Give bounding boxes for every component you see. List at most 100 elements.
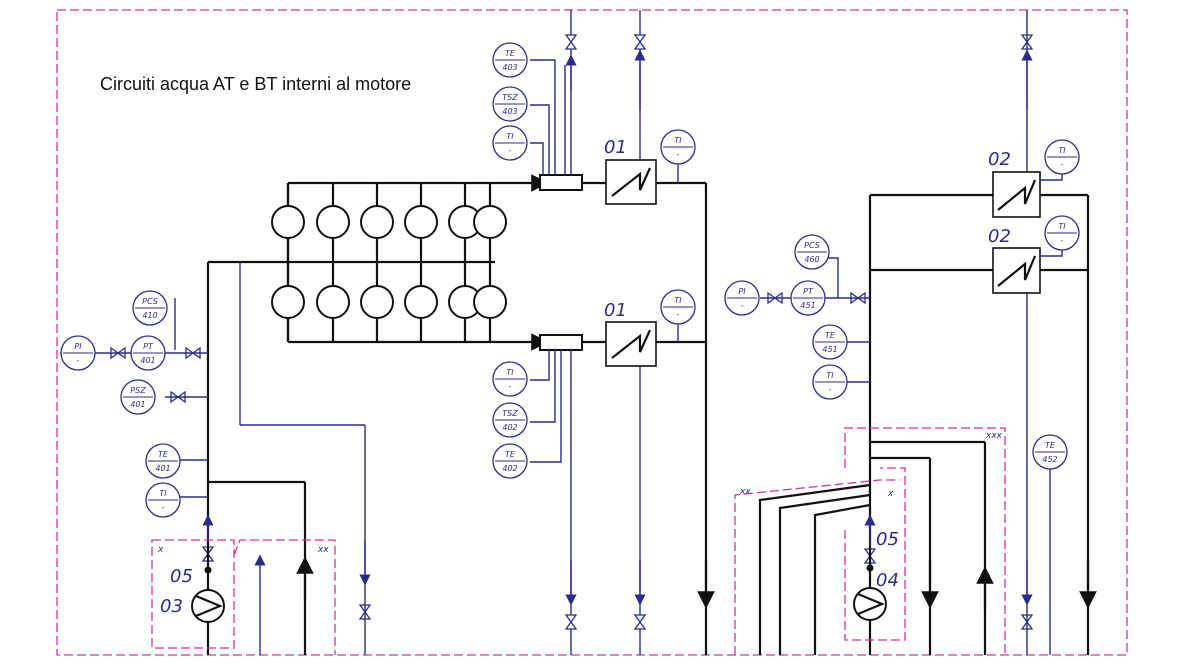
instrument-tag: TE: [505, 450, 516, 459]
instrument-ti-hx01-upper: TI -: [660, 129, 696, 165]
instrument-number: -: [741, 301, 744, 310]
instrument-tag: TSZ: [502, 409, 518, 418]
mark-xx-left: xx: [317, 545, 329, 555]
gate-valve: [564, 34, 578, 50]
engine-cylinder: [473, 205, 507, 239]
instrument-number: 401: [155, 464, 170, 473]
thermostatic-body-upper: [539, 174, 583, 191]
engine-cylinder: [271, 205, 305, 239]
tag-valve-05-left: 05: [170, 566, 193, 587]
instrument-te403: TE 403: [492, 42, 528, 78]
instrument-tag: TI: [1058, 222, 1066, 231]
instrument-ti-inlet-upper: TI -: [492, 125, 528, 161]
instrument-tag: TE: [505, 49, 516, 58]
tag-hx01-upper: 01: [604, 137, 627, 158]
valves: [110, 34, 1034, 630]
instrument-pcs410: PCS 410: [132, 290, 168, 326]
instrument-ti-hx02-lower: TI -: [1044, 215, 1080, 251]
instrument-pi-left: PI -: [60, 335, 96, 371]
instrument-pi-right: PI -: [724, 280, 760, 316]
instrument-ti-right: TI -: [812, 364, 848, 400]
engine-cylinder: [316, 205, 350, 239]
instrument-number: -: [1061, 160, 1064, 169]
engine-cylinder: [404, 285, 438, 319]
instrument-number: 403: [502, 63, 517, 72]
instrument-tag: TI: [506, 368, 514, 377]
instrument-tag: TI: [506, 132, 514, 141]
instrument-number: 402: [502, 423, 517, 432]
tag-hx02-upper: 02: [988, 149, 1011, 170]
tag-valve-05-right: 05: [876, 529, 899, 550]
heat-exchanger-01-upper: [605, 159, 657, 205]
instrument-number: -: [1061, 236, 1064, 245]
instrument-number: 451: [800, 301, 815, 310]
instrument-tag: TI: [826, 371, 834, 380]
engine-block: [208, 181, 530, 344]
instrument-number: 452: [1042, 455, 1057, 464]
instrument-number: -: [829, 385, 832, 394]
instrument-tsz402: TSZ 402: [492, 402, 528, 438]
instrument-te402: TE 402: [492, 443, 528, 479]
instrument-pt401: PT 401: [130, 335, 166, 371]
engine-cylinder: [404, 205, 438, 239]
instrument-number: 401: [130, 400, 145, 409]
mark-x-right: x: [887, 489, 894, 499]
instrument-tag: TI: [674, 296, 682, 305]
engine-cylinder: [271, 285, 305, 319]
mark-x-left: x: [157, 545, 164, 555]
engine-cylinder: [473, 285, 507, 319]
instrument-number: 403: [502, 107, 517, 116]
engine-cylinder: [316, 285, 350, 319]
instrument-tag: PT: [143, 342, 154, 351]
instrument-tag: TI: [159, 489, 167, 498]
instrument-pcs460: PCS 460: [794, 234, 830, 270]
thermostatic-body-lower: [539, 334, 583, 351]
instrument-ti-left: TI -: [145, 482, 181, 518]
instrument-tsz403: TSZ 403: [492, 86, 528, 122]
instrument-number: -: [677, 150, 680, 159]
instrument-tag: TE: [158, 450, 169, 459]
boundary-pump-bt: [844, 467, 906, 641]
tag-pump-03: 03: [160, 596, 183, 617]
instrument-tag: PI: [738, 287, 746, 296]
instrument-tag: PT: [803, 287, 814, 296]
instrument-tag: PCS: [142, 297, 158, 306]
instrument-pt451: PT 451: [790, 280, 826, 316]
boundary-pump-at: [151, 539, 235, 649]
instruments: TE403TSZ403TI-TI-TI-TI-TSZ402TE402PCS410…: [60, 42, 1080, 518]
instrument-number: -: [509, 146, 512, 155]
instrument-ti-inlet-lower: TI -: [492, 361, 528, 397]
instrument-number: -: [162, 503, 165, 512]
instrument-tag: PI: [74, 342, 82, 351]
heat-exchanger-01-lower: [605, 321, 657, 367]
gate-valve: [564, 614, 578, 630]
instrument-number: 460: [804, 255, 819, 264]
gate-valve: [633, 614, 647, 630]
engine-boundary: [56, 9, 1128, 656]
mark-xxx-right: xxx: [985, 431, 1003, 441]
instrument-psz401: PSZ 401: [120, 379, 156, 415]
engine-cylinder: [360, 285, 394, 319]
heat-exchanger-02-lower: [992, 247, 1041, 294]
instrument-number: 410: [142, 311, 157, 320]
instrument-number: -: [77, 356, 80, 365]
instrument-number: 401: [140, 356, 155, 365]
heat-exchanger-02-upper: [992, 171, 1041, 218]
instrument-tag: PSZ: [130, 386, 146, 395]
instrument-ti-hx01-lower: TI -: [660, 289, 696, 325]
gate-valve: [633, 34, 647, 50]
instrument-tag: TI: [674, 136, 682, 145]
instrument-tag: TSZ: [502, 93, 518, 102]
diagram-title: Circuiti acqua AT e BT interni al motore: [100, 74, 412, 94]
engine-cylinder: [360, 205, 394, 239]
instrument-tag: TE: [1045, 441, 1056, 450]
instrument-number: -: [509, 382, 512, 391]
instrument-number: -: [677, 310, 680, 319]
instrument-number: 402: [502, 464, 517, 473]
tag-hx02-lower: 02: [988, 226, 1011, 247]
instrument-number: 451: [822, 345, 837, 354]
instrument-tag: PCS: [804, 241, 820, 250]
instrument-ti-hx02-upper: TI-: [1044, 139, 1080, 175]
